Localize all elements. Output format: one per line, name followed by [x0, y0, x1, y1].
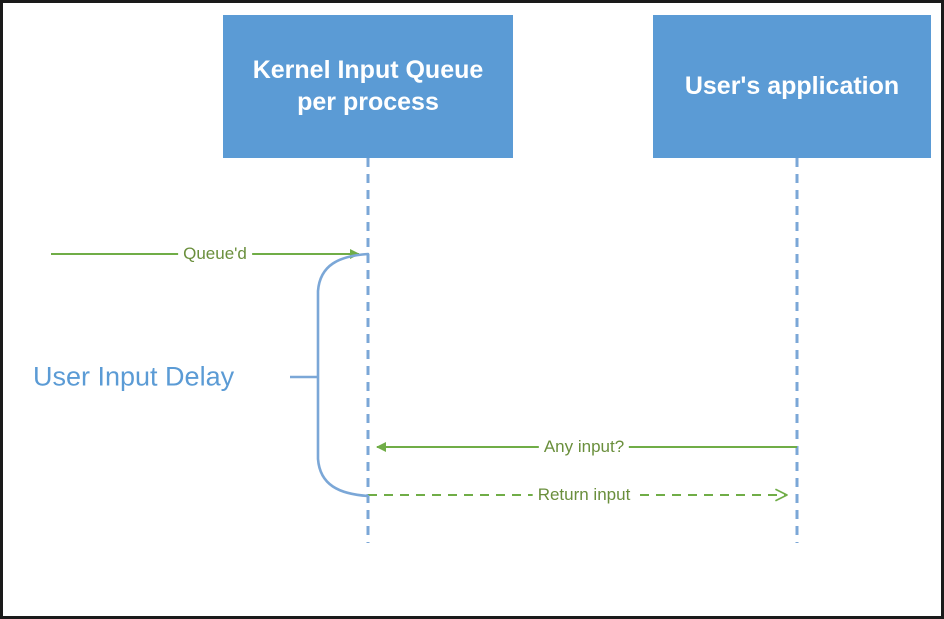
user-input-delay-bracket: [316, 252, 370, 498]
message-label-return-input: Return input: [532, 485, 636, 505]
actor-label-kernel-input-queue: Kernel Input Queue per process: [252, 56, 484, 116]
message-label-any-input: Any input?: [538, 437, 630, 457]
actor-box-users-application[interactable]: User's application: [653, 15, 931, 158]
message-label-queued: Queue'd: [178, 244, 252, 264]
annotation-label-user-input-delay: User Input Delay: [33, 361, 235, 392]
actor-label-users-application: User's application: [684, 71, 900, 100]
actor-box-kernel-input-queue[interactable]: Kernel Input Queue per process: [223, 15, 513, 158]
